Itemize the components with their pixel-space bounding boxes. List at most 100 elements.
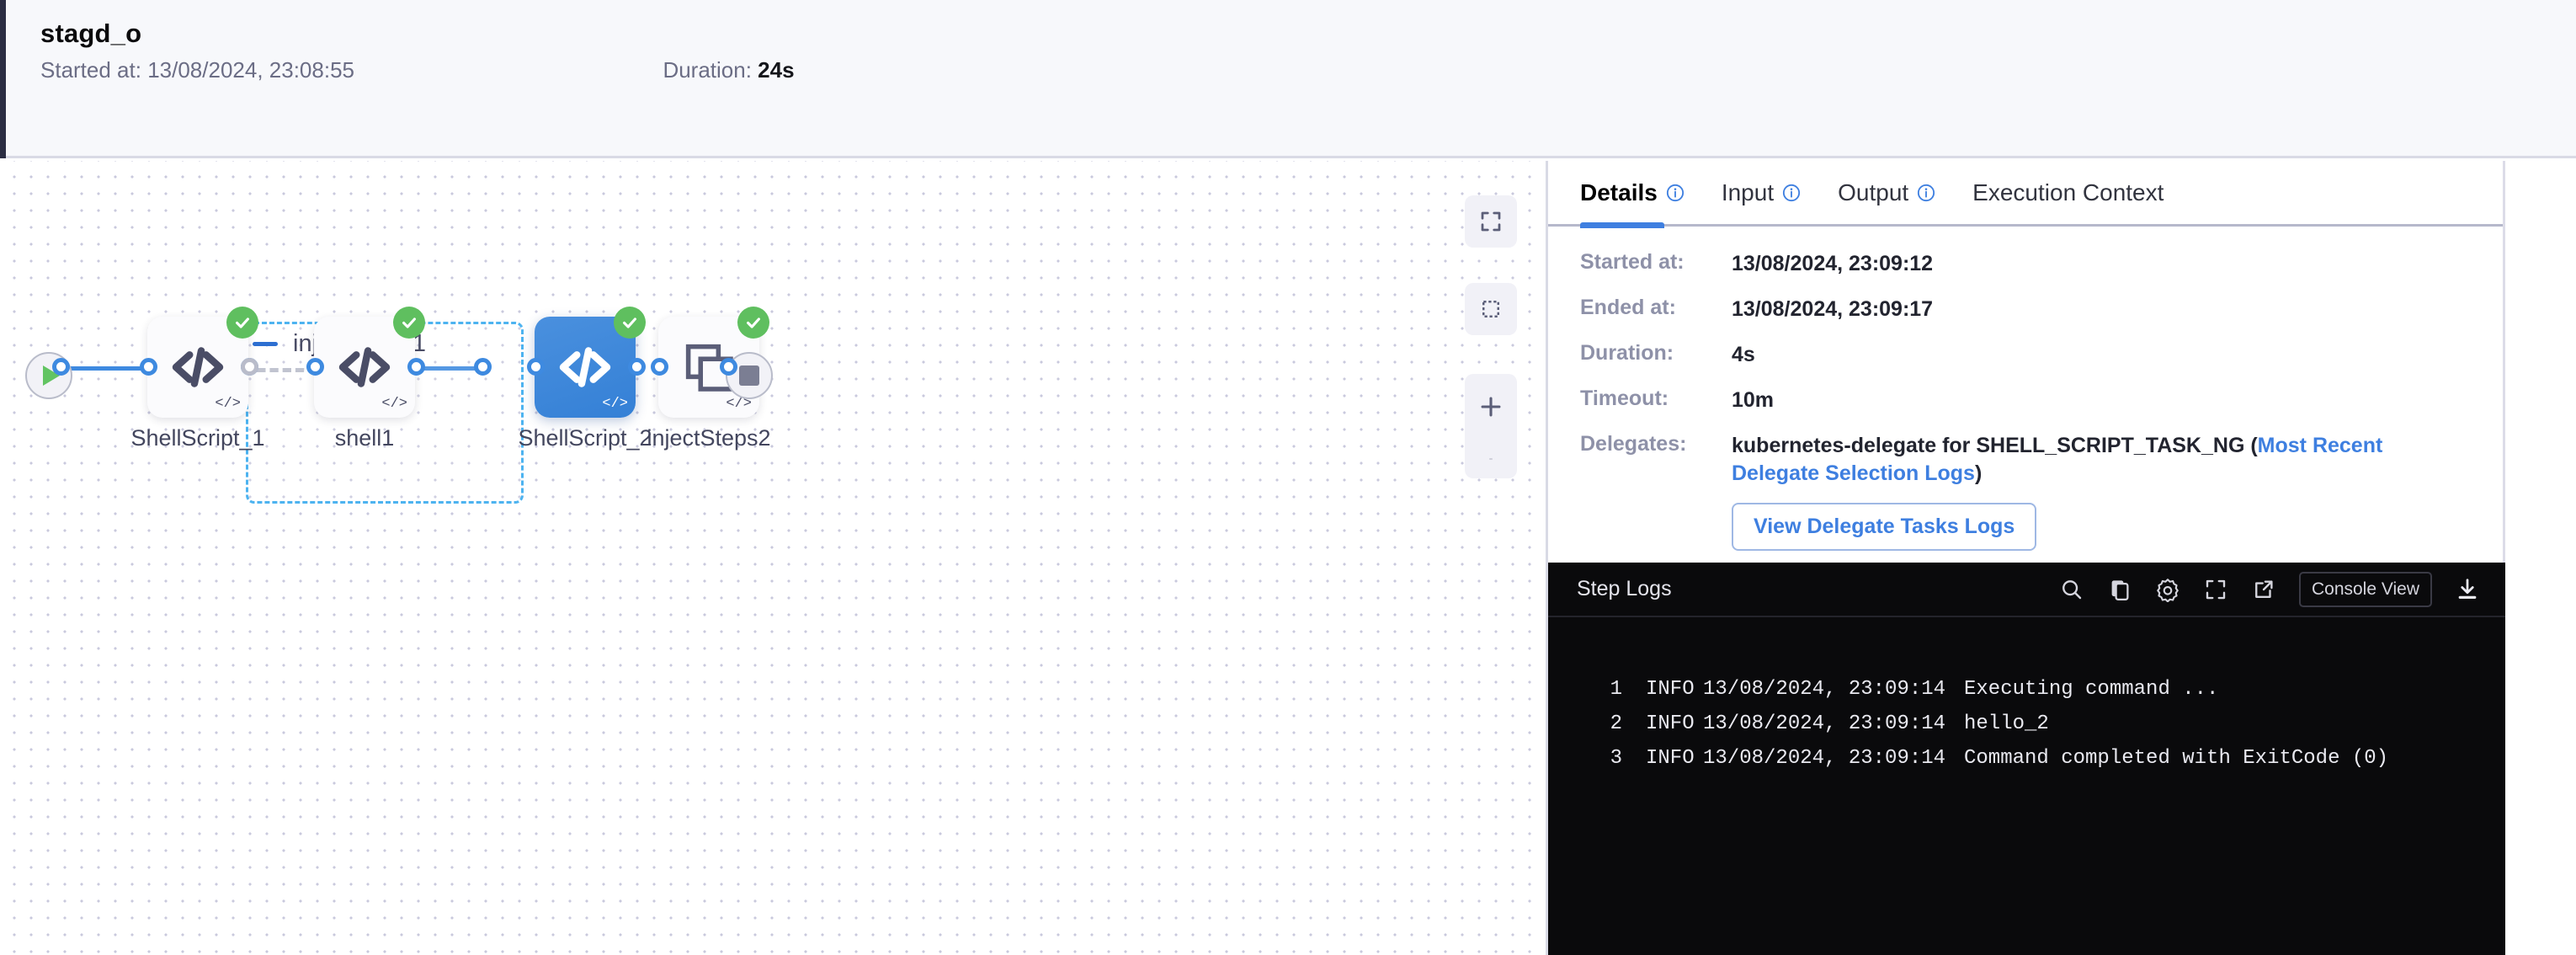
view-delegate-tasks-logs-button[interactable]: View Delegate Tasks Logs bbox=[1732, 503, 2037, 551]
end-node-port[interactable] bbox=[720, 358, 737, 376]
detail-row-timeout: Timeout: 10m bbox=[1548, 387, 2503, 414]
start-node-port[interactable] bbox=[52, 358, 70, 376]
node-shell1-out-port[interactable] bbox=[407, 358, 425, 376]
detail-label: Ended at: bbox=[1580, 296, 1676, 319]
info-icon[interactable] bbox=[1666, 184, 1685, 202]
log-line-message: hello_2 bbox=[1964, 712, 2049, 735]
detail-row-started-at: Started at: 13/08/2024, 23:09:12 bbox=[1548, 250, 2503, 278]
delegates-text-after: ) bbox=[1974, 461, 1983, 485]
node-shellscript1-in-port[interactable] bbox=[140, 358, 157, 376]
selection-box-button[interactable] bbox=[1465, 283, 1517, 335]
tab-execution-context[interactable]: Execution Context bbox=[1972, 160, 2164, 226]
download-icon[interactable] bbox=[2455, 577, 2480, 602]
details-content: Started at: 13/08/2024, 23:09:12 Ended a… bbox=[1548, 227, 2503, 551]
node-shell1[interactable]: </> bbox=[314, 307, 425, 418]
node-label-shellscript2: ShellScript_2 bbox=[518, 425, 652, 451]
log-line: 3 INFO 13/08/2024, 23:09:14 Command comp… bbox=[1548, 741, 2505, 776]
tab-output-label: Output bbox=[1838, 179, 1909, 205]
tab-input[interactable]: Input bbox=[1722, 160, 1801, 226]
node-corner-badge: </> bbox=[602, 396, 628, 412]
log-line: 1 INFO 13/08/2024, 23:09:14 Executing co… bbox=[1548, 672, 2505, 707]
duration-label: Duration: bbox=[663, 57, 752, 83]
search-icon[interactable] bbox=[2059, 577, 2084, 602]
log-line-message: Executing command ... bbox=[1964, 678, 2219, 701]
node-shellscript2-in-port[interactable] bbox=[527, 358, 545, 376]
info-icon[interactable] bbox=[1917, 184, 1935, 202]
tab-output[interactable]: Output bbox=[1838, 160, 1935, 226]
zoom-in-icon[interactable] bbox=[1477, 392, 1505, 421]
log-line-message: Command completed with ExitCode (0) bbox=[1964, 747, 2389, 770]
header-accent-bar bbox=[0, 0, 6, 158]
edge-start-to-shellscript1 bbox=[61, 366, 155, 371]
status-success-icon bbox=[614, 307, 646, 339]
details-tabbar: Details Input Output Executio bbox=[1548, 160, 2503, 228]
detail-value: 13/08/2024, 23:09:12 bbox=[1732, 252, 1934, 275]
log-line-time: 13/08/2024, 23:09:14 bbox=[1703, 747, 1946, 770]
info-icon[interactable] bbox=[1782, 184, 1801, 202]
group-in-port[interactable] bbox=[241, 358, 258, 376]
log-line-number: 2 bbox=[1610, 712, 1622, 735]
selection-box-icon bbox=[1482, 301, 1499, 317]
duration-meta: Duration: 24s bbox=[663, 57, 794, 83]
detail-row-duration: Duration: 4s bbox=[1548, 341, 2503, 369]
detail-value: 10m bbox=[1732, 388, 1775, 412]
edge-group-entry bbox=[255, 368, 306, 372]
detail-label: Started at: bbox=[1580, 250, 1685, 274]
node-injectsteps2-in-port[interactable] bbox=[651, 358, 668, 376]
detail-value: 13/08/2024, 23:09:17 bbox=[1732, 297, 1934, 321]
code-brackets-icon bbox=[559, 347, 611, 387]
status-success-icon bbox=[393, 307, 425, 339]
minus-icon[interactable] bbox=[253, 342, 278, 346]
log-line-time: 13/08/2024, 23:09:14 bbox=[1703, 712, 1946, 735]
detail-value: 4s bbox=[1732, 343, 1755, 366]
step-logs-output[interactable]: 1 INFO 13/08/2024, 23:09:14 Executing co… bbox=[1548, 672, 2505, 776]
copy-icon[interactable] bbox=[2107, 577, 2132, 602]
console-view-button[interactable]: Console View bbox=[2298, 571, 2432, 607]
code-brackets-icon bbox=[172, 347, 224, 387]
detail-label: Delegates: bbox=[1580, 432, 1687, 456]
edge-group-to-shellscript2 bbox=[397, 366, 485, 371]
log-line-level: INFO bbox=[1646, 712, 1695, 735]
zoom-controls[interactable] bbox=[1465, 374, 1517, 478]
delegate-selection-logs-link[interactable]: Most Recent Delegate Selection Logs bbox=[1732, 434, 2383, 485]
step-logs-title: Step Logs bbox=[1577, 577, 1672, 600]
node-label-shell1: shell1 bbox=[334, 425, 395, 451]
fullscreen-icon[interactable] bbox=[2203, 577, 2228, 602]
node-label-shellscript1: ShellScript_1 bbox=[130, 425, 265, 451]
detail-label: Duration: bbox=[1580, 341, 1674, 365]
page-title: stagd_o bbox=[40, 19, 142, 48]
zoom-out-icon[interactable] bbox=[1477, 458, 1505, 460]
external-link-icon[interactable] bbox=[2251, 577, 2276, 602]
started-at-label: Started at: bbox=[40, 57, 141, 83]
tab-input-label: Input bbox=[1721, 179, 1775, 205]
started-at-meta: Started at: 13/08/2024, 23:08:55 bbox=[40, 57, 354, 83]
log-line-time: 13/08/2024, 23:09:14 bbox=[1703, 678, 1946, 701]
tab-details-label: Details bbox=[1580, 179, 1658, 205]
gear-icon[interactable] bbox=[2155, 577, 2180, 602]
delegates-text: kubernetes-delegate for SHELL_SCRIPT_TAS… bbox=[1732, 434, 2258, 457]
node-shellscript2-out-port[interactable] bbox=[628, 358, 646, 376]
node-corner-badge: </> bbox=[381, 396, 407, 412]
duration-value: 24s bbox=[758, 57, 795, 83]
status-success-icon bbox=[737, 307, 769, 339]
detail-row-delegates: Delegates: kubernetes-delegate for SHELL… bbox=[1548, 432, 2503, 488]
node-shell1-in-port[interactable] bbox=[306, 358, 324, 376]
node-shellscript1[interactable]: </> bbox=[147, 307, 258, 418]
log-line-number: 3 bbox=[1610, 747, 1622, 770]
fit-to-screen-button[interactable] bbox=[1465, 195, 1517, 248]
node-corner-badge: </> bbox=[726, 396, 752, 412]
tab-details[interactable]: Details bbox=[1580, 160, 1685, 228]
node-corner-badge: </> bbox=[215, 396, 241, 412]
detail-row-ended-at: Ended at: 13/08/2024, 23:09:17 bbox=[1548, 296, 2503, 323]
stop-icon bbox=[739, 365, 759, 386]
fit-to-screen-icon bbox=[1481, 211, 1501, 232]
tab-execution-context-label: Execution Context bbox=[1972, 179, 2164, 205]
step-logs-panel: Step Logs Console View bbox=[1546, 563, 2505, 955]
execution-meta: Started at: 13/08/2024, 23:08:55 Duratio… bbox=[40, 57, 795, 83]
group-out-port[interactable] bbox=[474, 358, 492, 376]
pipeline-graph-canvas[interactable]: injectSteps1 </> ShellScript_1 </> bbox=[0, 161, 1544, 955]
node-shellscript2[interactable]: </> bbox=[535, 307, 646, 418]
log-line-level: INFO bbox=[1646, 678, 1695, 701]
step-logs-header: Step Logs Console View bbox=[1548, 563, 2505, 617]
node-label-injectsteps2: injectSteps2 bbox=[647, 425, 771, 451]
